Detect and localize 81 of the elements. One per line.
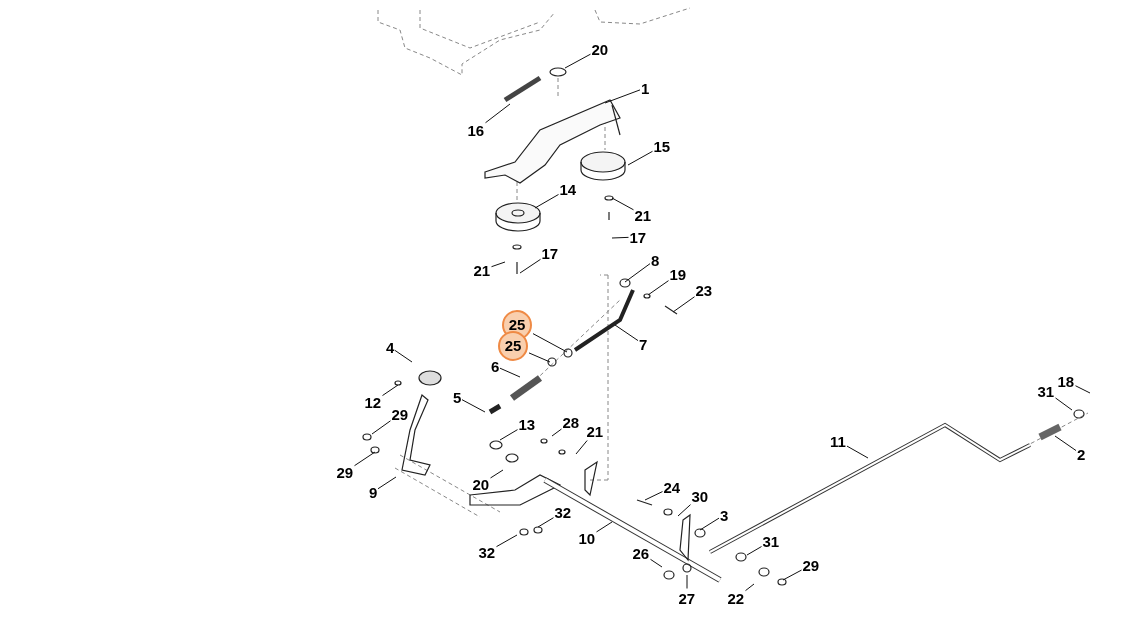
callout-number: 8 [651,251,660,269]
leader-line [490,469,504,479]
leader-line [686,574,688,589]
callout-number: 11 [830,432,846,450]
callout-number: 15 [653,137,671,155]
callout-number: 23 [695,281,713,299]
leader-line [746,546,762,556]
leader-line [624,263,651,283]
leader-line [782,569,802,581]
leader-line [496,534,518,548]
leader-line [611,236,629,239]
leader-line [1054,435,1077,452]
callout-number: 5 [453,388,462,406]
leader-line [532,333,568,353]
leader-line [499,367,521,378]
callout-number: 21 [586,422,604,440]
leader-line [534,193,559,209]
leader-line [614,324,639,342]
callout-number: 30 [691,487,709,505]
leader-line [1055,397,1073,411]
leader-line [528,352,551,363]
callout-number: 31 [762,532,780,550]
callout-number: 24 [663,478,681,496]
callout-number: 17 [629,228,647,246]
leader-line [519,258,541,274]
leader-line [575,440,588,455]
callout-number: 28 [562,413,580,431]
leader-line [564,53,591,69]
callout-number: 2 [1077,445,1086,463]
callout-number: 21 [473,261,491,279]
callout-number: 18 [1057,372,1075,390]
leader-line [627,150,653,166]
callout-number: 31 [1037,382,1055,400]
callout-number: 29 [391,405,409,423]
leader-line [394,349,413,363]
leader-line [499,429,518,441]
callout-number: 14 [559,180,577,198]
leader-line [551,428,562,437]
leader-line [382,384,399,397]
leader-line [537,517,554,528]
leader-line [644,491,663,501]
leader-line [604,89,641,104]
callout-number: 20 [591,40,609,58]
callout-number: 10 [578,529,596,547]
callout-number: 27 [678,589,696,607]
callout-number: 17 [541,244,559,262]
callout-number: 13 [518,415,536,433]
callout-number: 29 [336,463,354,481]
leader-line [672,296,695,313]
leader-line [354,451,376,467]
leader-line [611,197,634,211]
callout-number: 26 [632,544,650,562]
callout-number: 1 [641,79,650,97]
callout-number: 20 [472,475,490,493]
leader-line [371,420,391,435]
callout-number: 4 [386,338,395,356]
callout-number: 12 [364,393,382,411]
leader-line [677,504,691,517]
leader-line [846,445,869,459]
highlighted-callout-number: 25 [498,331,528,361]
leader-line [650,558,663,568]
leader-line [745,583,755,592]
leader-line [485,103,511,124]
callout-number: 3 [720,506,729,524]
callout-number: 6 [491,357,500,375]
callout-number: 32 [554,503,572,521]
callout-number: 29 [802,556,820,574]
leader-line [647,280,669,296]
leader-line [596,521,613,533]
callout-number: 21 [634,206,652,224]
callout-number: 22 [727,589,745,607]
callout-number: 7 [639,335,648,353]
leader-line [461,399,486,413]
callout-number: 32 [478,543,496,561]
callout-number: 16 [467,121,485,139]
leader-line [1075,385,1091,394]
leader-line [377,476,397,490]
callout-number: 9 [369,483,378,501]
leader-line [491,261,506,268]
leader-line [699,517,720,531]
callout-number: 19 [669,265,687,283]
